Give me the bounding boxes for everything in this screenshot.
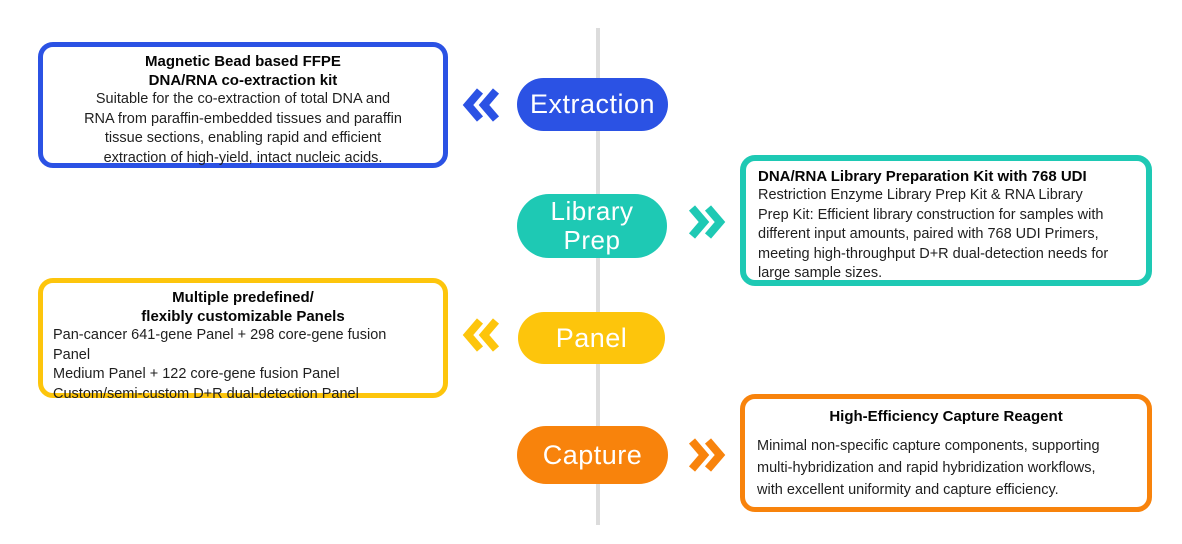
double-chevron-right-icon <box>684 204 726 240</box>
title-line: flexibly customizable Panels <box>141 308 345 325</box>
capture-box-body: Minimal non-specific capture components,… <box>757 435 1135 501</box>
extraction-box-body: Suitable for the co-extraction of total … <box>53 90 433 168</box>
title-line: DNA/RNA co-extraction kit <box>148 72 338 89</box>
body-line: Custom/semi-custom D+R dual-detection Pa… <box>53 385 359 402</box>
pill-label: Extraction <box>529 89 656 119</box>
title-line: Magnetic Bead based FFPE <box>145 53 341 70</box>
pill-label: Panel <box>555 322 628 353</box>
extraction-pill: Extraction <box>517 78 668 131</box>
body-line: Pan-cancer 641-gene Panel + 298 core-gen… <box>53 327 387 343</box>
body-line: tissue sections, enabling rapid and effi… <box>104 130 382 146</box>
body-line: Prep Kit: Efficient library construction… <box>758 206 1104 223</box>
library-prep-info-box: DNA/RNA Library Preparation Kit with 768… <box>740 155 1152 286</box>
pill-label: Prep <box>563 225 621 255</box>
double-chevron-left-icon <box>462 317 504 353</box>
double-chevron-left-icon <box>462 87 504 123</box>
body-line: RNA from paraffin-embedded tissues and p… <box>84 110 402 127</box>
body-line: different input amounts, paired with 768… <box>758 226 1099 242</box>
title-line: DNA/RNA Library Preparation Kit with 768… <box>758 168 1087 185</box>
capture-info-box: High-Efficiency Capture Reagent Minimal … <box>740 394 1152 512</box>
body-line: extraction of high-yield, intact nucleic… <box>103 149 383 166</box>
panel-box-body: Pan-cancer 641-gene Panel + 298 core-gen… <box>53 326 433 404</box>
body-line: Restriction Enzyme Library Prep Kit & RN… <box>758 187 1083 203</box>
panel-pill: Panel <box>518 312 665 364</box>
extraction-info-box: Magnetic Bead based FFPE DNA/RNA co-extr… <box>38 42 448 168</box>
body-line: multi-hybridization and rapid hybridizat… <box>757 460 1096 476</box>
body-line: meeting high-throughput D+R dual-detecti… <box>758 245 1109 262</box>
panel-info-box: Multiple predefined/ flexibly customizab… <box>38 278 448 402</box>
extraction-box-title: Magnetic Bead based FFPE DNA/RNA co-extr… <box>53 52 433 90</box>
library-prep-pill: Library Prep <box>517 194 667 258</box>
title-line: Multiple predefined/ <box>172 289 314 306</box>
body-line: with excellent uniformity and capture ef… <box>757 482 1059 498</box>
panel-box-title: Multiple predefined/ flexibly customizab… <box>53 288 433 326</box>
capture-box-title: High-Efficiency Capture Reagent <box>757 407 1135 426</box>
library-prep-box-body: Restriction Enzyme Library Prep Kit & RN… <box>758 186 1134 284</box>
body-line: Suitable for the co-extraction of total … <box>95 91 391 107</box>
body-line: Panel <box>53 346 91 363</box>
double-chevron-right-icon <box>684 437 726 473</box>
body-line: large sample sizes. <box>758 265 883 281</box>
library-prep-box-title: DNA/RNA Library Preparation Kit with 768… <box>758 167 1134 186</box>
body-line: Medium Panel + 122 core-gene fusion Pane… <box>53 366 340 382</box>
timeline-line <box>596 28 600 525</box>
body-line: Minimal non-specific capture components,… <box>757 438 1100 454</box>
pill-label: Capture <box>542 439 643 470</box>
capture-pill: Capture <box>517 426 668 484</box>
title-line: High-Efficiency Capture Reagent <box>829 408 1063 425</box>
pill-label: Library <box>550 196 634 226</box>
